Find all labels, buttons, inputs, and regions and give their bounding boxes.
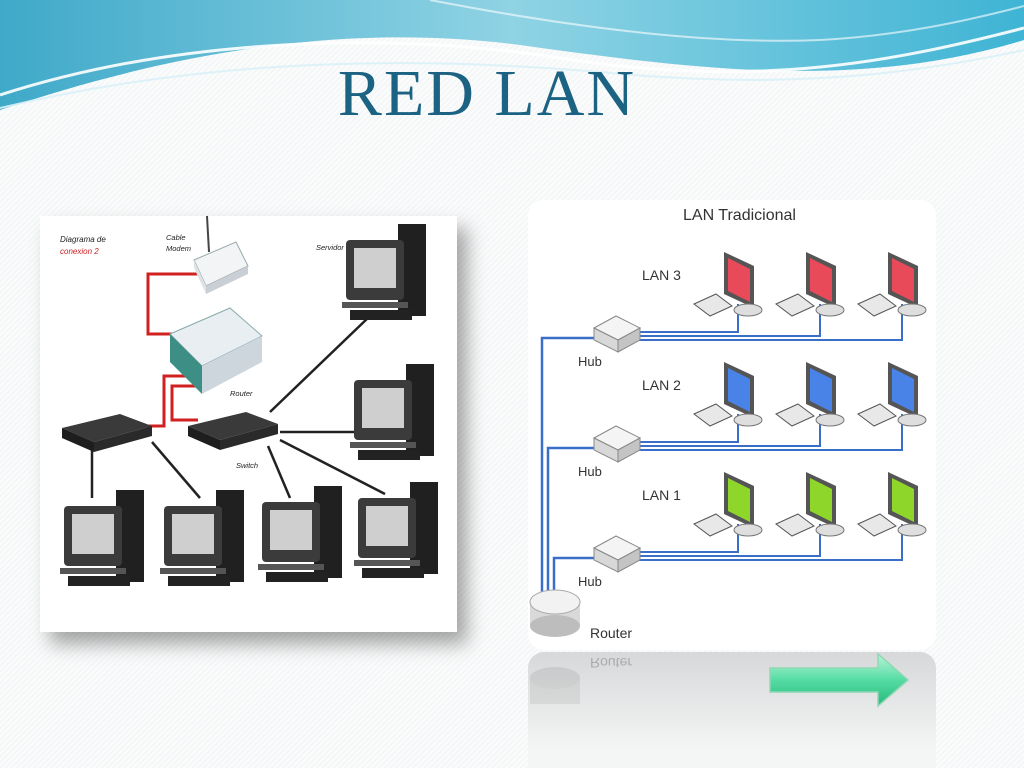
workstation-icon: [693, 362, 763, 427]
switch-icon: [62, 414, 152, 452]
trunk-link: [552, 556, 596, 592]
modem-label-line-1: Cable: [166, 233, 186, 242]
router-label-reflection: Router: [590, 655, 632, 671]
workstation-icon: [693, 472, 763, 537]
server-label: Servidor: [316, 243, 344, 252]
lan-group: LAN 3 Hub: [578, 252, 927, 369]
pc-link: [638, 524, 903, 561]
switch-icon: [188, 412, 278, 450]
slide-title: RED LAN: [337, 57, 637, 130]
lan-diagram-title: LAN Tradicional: [683, 207, 796, 224]
hub-label: Hub: [578, 574, 602, 589]
network-links: [540, 336, 596, 592]
switch-label: Switch: [236, 461, 258, 470]
pc-link: [638, 304, 903, 341]
workstation-icon: [775, 362, 845, 427]
router-label: Router: [590, 625, 632, 641]
trunk-link: [540, 336, 596, 592]
top-wave-decoration: [0, 0, 1024, 110]
computer-icon: [258, 486, 342, 582]
server-computer-icon: [342, 224, 426, 320]
lan-group: LAN 1 Hub: [578, 472, 927, 589]
router-icon: [529, 589, 581, 637]
workstation-icon: [693, 252, 763, 317]
hub-icon: [592, 425, 642, 463]
workstation-icon: [857, 252, 927, 317]
hub-label: Hub: [578, 354, 602, 369]
computer-icon: [60, 490, 144, 586]
connection-diagram-image: Diagrama de conexion 2 Cable Modem Route…: [40, 215, 457, 632]
heading-line-1: Diagrama de: [60, 235, 106, 244]
workstation-icon: [775, 472, 845, 537]
modem-label-line-2: Modem: [166, 244, 191, 253]
connection-diagram: Diagrama de conexion 2 Cable Modem Route…: [60, 215, 438, 586]
router-label: Router: [230, 389, 253, 398]
lan-label: LAN 3: [642, 267, 681, 283]
hub-icon: [592, 315, 642, 353]
computer-icon: [350, 364, 434, 460]
lan-group: LAN 2 Hub: [578, 362, 927, 479]
lan-label: LAN 1: [642, 487, 681, 503]
cable-modem-icon: [193, 215, 249, 294]
next-arrow-icon[interactable]: [768, 652, 910, 708]
pc-link: [638, 414, 903, 451]
hub-icon: [592, 535, 642, 573]
workstation-icon: [775, 252, 845, 317]
computer-icon: [160, 490, 244, 586]
lan-label: LAN 2: [642, 377, 681, 393]
workstation-icon: [857, 472, 927, 537]
computer-icon: [354, 482, 438, 578]
trunk-link: [546, 446, 596, 592]
workstation-icon: [857, 362, 927, 427]
router-icon: [169, 307, 263, 394]
heading-line-2: conexion 2: [60, 247, 99, 256]
hub-label: Hub: [578, 464, 602, 479]
